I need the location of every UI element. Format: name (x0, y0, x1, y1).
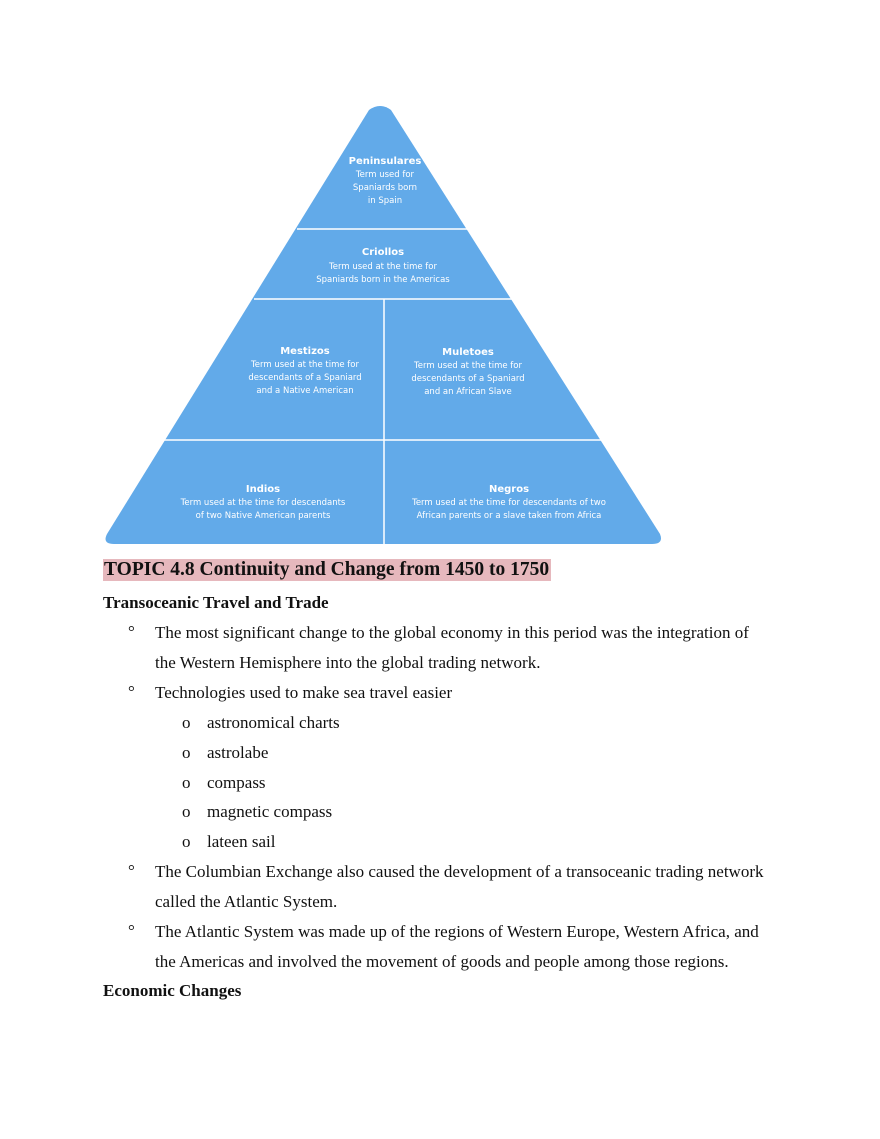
sub-bullet-item: astronomical charts (207, 713, 340, 732)
tier-mestizos: Mestizos Term used at the time for desce… (248, 346, 361, 396)
tier-negros-name: Negros (489, 484, 529, 495)
bullet-4-line-2: the Americas and involved the movement o… (155, 952, 729, 971)
tier-criollos-desc-2: Spaniards born in the Americas (316, 275, 450, 285)
sub-bullet-item: compass (207, 773, 266, 792)
tier-peninsulares-desc-2: Spaniards born (353, 183, 417, 193)
sub-bullet-item: lateen sail (207, 832, 276, 851)
tier-peninsulares: Peninsulares Term used for Spaniards bor… (349, 156, 422, 206)
tier-negros-desc-2: African parents or a slave taken from Af… (417, 511, 602, 521)
sub-bullet-marker: o (182, 802, 191, 821)
tier-criollos-desc-1: Term used at the time for (328, 262, 437, 272)
tier-peninsulares-desc-3: in Spain (368, 196, 402, 206)
section-heading-transoceanic: Transoceanic Travel and Trade (103, 593, 329, 612)
bullet-3-line-2: called the Atlantic System. (155, 892, 338, 911)
bullet-3-line-1: The Columbian Exchange also caused the d… (155, 862, 764, 881)
tier-criollos: Criollos Term used at the time for Spani… (316, 247, 450, 285)
sub-bullet-marker: o (182, 832, 191, 851)
tier-muletoes-name: Muletoes (442, 347, 494, 358)
bullet-2-line-1: Technologies used to make sea travel eas… (155, 683, 453, 702)
sub-bullet-item: magnetic compass (207, 802, 333, 821)
tier-peninsulares-name: Peninsulares (349, 156, 422, 167)
topic-heading: TOPIC 4.8 Continuity and Change from 145… (103, 559, 552, 581)
sub-bullet-marker: o (182, 773, 191, 792)
tier-mestizos-desc-1: Term used at the time for (250, 360, 359, 370)
tier-criollos-name: Criollos (362, 247, 404, 258)
sub-bullet-marker: o (182, 713, 191, 732)
tier-negros-desc-1: Term used at the time for descendants of… (411, 498, 606, 508)
tier-muletoes-desc-3: and an African Slave (424, 387, 512, 397)
tier-indios-desc-1: Term used at the time for descendants (180, 498, 346, 508)
section-heading-economic: Economic Changes (103, 981, 242, 1000)
social-hierarchy-pyramid: Peninsulares Term used for Spaniards bor… (105, 106, 661, 544)
tier-muletoes: Muletoes Term used at the time for desce… (411, 347, 524, 397)
bullet-marker: ° (128, 622, 135, 641)
tier-muletoes-desc-2: descendants of a Spaniard (411, 374, 524, 384)
tier-indios-desc-2: of two Native American parents (196, 511, 331, 521)
tier-muletoes-desc-1: Term used at the time for (413, 361, 522, 371)
tier-mestizos-desc-3: and a Native American (256, 386, 353, 396)
bullet-marker: ° (128, 861, 135, 880)
tier-peninsulares-desc-1: Term used for (355, 170, 415, 180)
bullet-4-line-1: The Atlantic System was made up of the r… (155, 922, 759, 941)
tier-mestizos-desc-2: descendants of a Spaniard (248, 373, 361, 383)
bullet-marker: ° (128, 921, 135, 940)
sub-bullet-marker: o (182, 743, 191, 762)
tier-mestizos-name: Mestizos (280, 346, 330, 357)
bullet-1-line-1: The most significant change to the globa… (155, 623, 749, 642)
tier-indios-name: Indios (246, 484, 280, 495)
tier-negros: Negros Term used at the time for descend… (411, 484, 606, 521)
tier-indios: Indios Term used at the time for descend… (180, 484, 346, 521)
sub-bullet-item: astrolabe (207, 743, 269, 762)
bullet-marker: ° (128, 682, 135, 701)
bullet-1-line-2: the Western Hemisphere into the global t… (155, 653, 541, 672)
